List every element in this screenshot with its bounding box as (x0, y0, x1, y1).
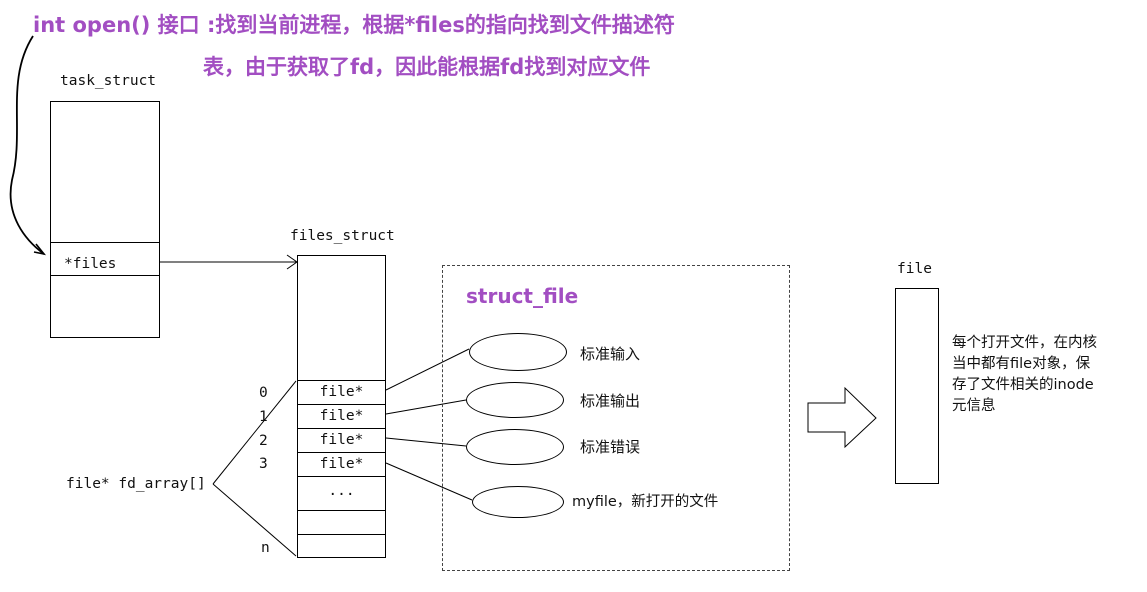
fd-array-label: file* fd_array[] (66, 476, 206, 492)
file-object-myfile (472, 486, 564, 518)
fd-index-3: 3 (259, 456, 268, 472)
struct-file-container (442, 265, 790, 571)
header-line-2: 表，由于获取了fd，因此能根据fd找到对应文件 (203, 55, 651, 79)
file-object-stderr (466, 429, 564, 465)
file-description-line-2: 当中都有file对象，保 (952, 356, 1091, 372)
file-description-line-4: 元信息 (952, 398, 996, 414)
fd-row-n (298, 534, 385, 558)
fd-row-3: file* (298, 452, 385, 477)
link-stderr (385, 437, 467, 447)
file-box (895, 288, 939, 484)
fd-array-bracket-bottom (212, 483, 297, 557)
link-stdout (385, 399, 467, 415)
header-line-1: int open() 接口 :找到当前进程，根据*files的指向找到文件描述符 (33, 13, 675, 37)
curved-arrow (9, 35, 45, 255)
fd-index-1: 1 (259, 409, 268, 425)
myfile-label: myfile，新打开的文件 (572, 494, 719, 510)
fd-index-n: n (261, 540, 270, 556)
fd-array-bracket-top (212, 380, 297, 485)
task-struct-files-field: *files (51, 242, 159, 276)
file-object-stdin (469, 333, 567, 371)
stdin-label: 标准输入 (580, 345, 641, 363)
link-stdin (385, 348, 470, 391)
file-description: 每个打开文件，在内核 当中都有file对象，保 存了文件相关的inode 元信息 (952, 333, 1097, 417)
file-description-line-3: 存了文件相关的inode (952, 377, 1094, 393)
stdout-label: 标准输出 (580, 392, 641, 410)
fd-row-empty (298, 510, 385, 534)
files-struct-label: files_struct (290, 228, 395, 244)
struct-file-title: struct_file (466, 284, 579, 308)
link-myfile (385, 462, 473, 501)
stderr-label: 标准错误 (580, 438, 641, 456)
task-struct-label: task_struct (60, 73, 157, 89)
hollow-arrow (807, 386, 877, 449)
curved-arrow-head (33, 243, 46, 256)
file-label: file (897, 261, 932, 277)
file-object-stdout (466, 382, 564, 418)
task-struct-box: *files (50, 101, 160, 338)
files-field-label: *files (64, 256, 117, 272)
fd-index-2: 2 (259, 433, 268, 449)
fd-index-0: 0 (259, 385, 268, 401)
fd-row-ellipsis: ... (298, 476, 385, 510)
fd-row-0: file* (298, 380, 385, 405)
file-description-line-1: 每个打开文件，在内核 (952, 335, 1097, 351)
files-struct-box: file* file* file* file* ... (297, 255, 386, 558)
fd-row-1: file* (298, 404, 385, 429)
fd-row-2: file* (298, 428, 385, 453)
